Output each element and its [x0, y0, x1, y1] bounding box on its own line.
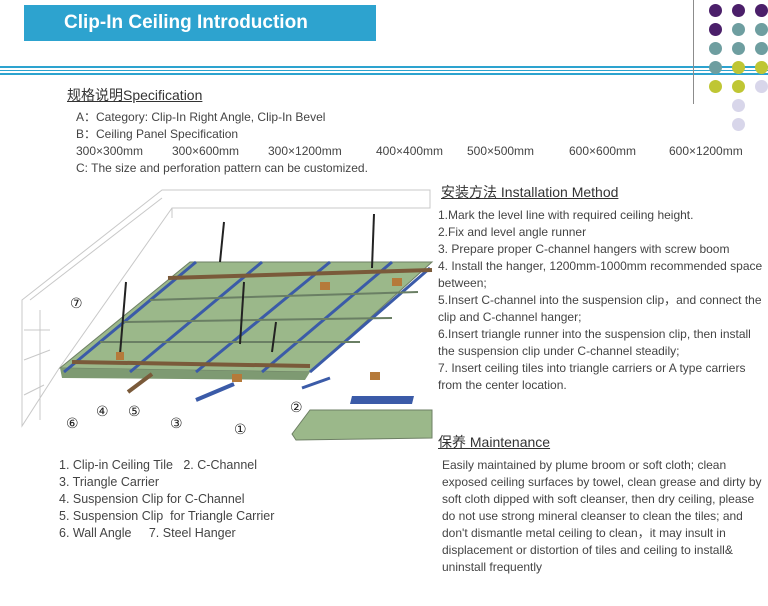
suspension-clip-group: [116, 278, 402, 382]
decorative-dot: [709, 80, 722, 93]
size-item: 600×1200mm: [669, 144, 743, 158]
decorative-dot: [755, 80, 768, 93]
marker-label: ⑦: [70, 296, 83, 312]
steel-hanger-group: [119, 213, 375, 355]
size-item: 500×500mm: [467, 144, 535, 158]
marker-label: ③: [170, 416, 183, 432]
installation-step: 2.Fix and level angle runner: [438, 225, 587, 239]
decorative-dot: [709, 4, 722, 17]
ceiling-panel-field: [58, 261, 434, 373]
decorative-dot: [732, 23, 745, 36]
decorative-dot: [732, 80, 745, 93]
divider-line: [0, 70, 768, 71]
ceiling-panel-field: [60, 368, 310, 380]
decorative-dot: [732, 118, 745, 131]
legend-line: 4. Suspension Clip for C-Channel: [59, 492, 245, 506]
diagram-legend: 1. Clip-in Ceiling Tile 2. C-Channel 3. …: [59, 457, 274, 542]
marker-label: ①: [234, 422, 247, 438]
decorative-dot: [732, 42, 745, 55]
installation-step: 1.Mark the level line with required ceil…: [438, 208, 694, 222]
maintenance-heading: 保养 Maintenance: [438, 434, 551, 450]
spec-panel: B：Ceiling Panel Specification: [76, 127, 239, 141]
decorative-dot: [755, 23, 768, 36]
decorative-dot: [732, 61, 745, 74]
marker-label: ④: [96, 404, 109, 420]
decorative-dot: [755, 42, 768, 55]
decorative-dot: [732, 99, 745, 112]
loose-tile: [291, 409, 433, 441]
loose-c-channel: [195, 382, 235, 402]
loose-c-channel: [301, 376, 331, 390]
installation-steps: 1.Mark the level line with required ceil…: [438, 207, 764, 394]
decorative-dot: [732, 4, 745, 17]
decorative-dot: [709, 42, 722, 55]
installation-step: 7. Insert ceiling tiles into triangle ca…: [438, 361, 746, 392]
wall-sketch: [21, 189, 431, 428]
installation-heading: 安装方法 Installation Method: [441, 184, 619, 200]
size-item: 300×300mm: [76, 144, 144, 158]
loose-triangle-carrier: [126, 372, 154, 394]
installation-step: 5.Insert C-channel into the suspension c…: [438, 293, 762, 324]
divider-line: [0, 73, 768, 75]
spec-category: A：Category: Clip-In Right Angle, Clip-In…: [76, 110, 326, 124]
spec-custom: C: The size and perforation pattern can …: [76, 161, 368, 175]
decorative-dot: [709, 23, 722, 36]
legend-line: 3. Triangle Carrier: [59, 475, 160, 489]
page-title: Clip-In Ceiling Introduction: [64, 12, 308, 33]
ceiling-diagram: ⑦ ④ ⑤ ⑥ ③ ① ②: [21, 189, 434, 441]
divider-line: [0, 66, 768, 68]
title-bar: [24, 5, 376, 41]
cross-runner-group: [100, 291, 419, 343]
size-item: 300×600mm: [172, 144, 240, 158]
marker-label: ②: [290, 400, 303, 416]
size-item: 300×1200mm: [268, 144, 342, 158]
divider-line: [693, 0, 694, 104]
marker-label: ⑥: [66, 416, 79, 432]
specification-heading: 规格说明Specification: [67, 87, 203, 103]
decorative-dot: [755, 61, 768, 74]
legend-line: 6. Wall Angle 7. Steel Hanger: [59, 526, 236, 540]
maintenance-text: Easily maintained by plume broom or soft…: [442, 458, 762, 574]
size-item: 400×400mm: [376, 144, 444, 158]
installation-step: 6.Insert triangle runner into the suspen…: [438, 327, 751, 358]
installation-step: 3. Prepare proper C-channel hangers with…: [438, 242, 730, 256]
installation-step: 4. Install the hanger, 1200mm-1000mm rec…: [438, 259, 763, 290]
triangle-carrier-group: [71, 268, 433, 368]
loose-wall-angle: [350, 396, 414, 404]
legend-line: 5. Suspension Clip for Triangle Carrier: [59, 509, 275, 523]
decorative-dot: [709, 61, 722, 74]
marker-label: ⑤: [128, 404, 141, 420]
decorative-dot: [755, 4, 768, 17]
size-item: 600×600mm: [569, 144, 637, 158]
c-channel-group: [63, 260, 431, 374]
legend-line: 1. Clip-in Ceiling Tile 2. C-Channel: [59, 458, 258, 472]
